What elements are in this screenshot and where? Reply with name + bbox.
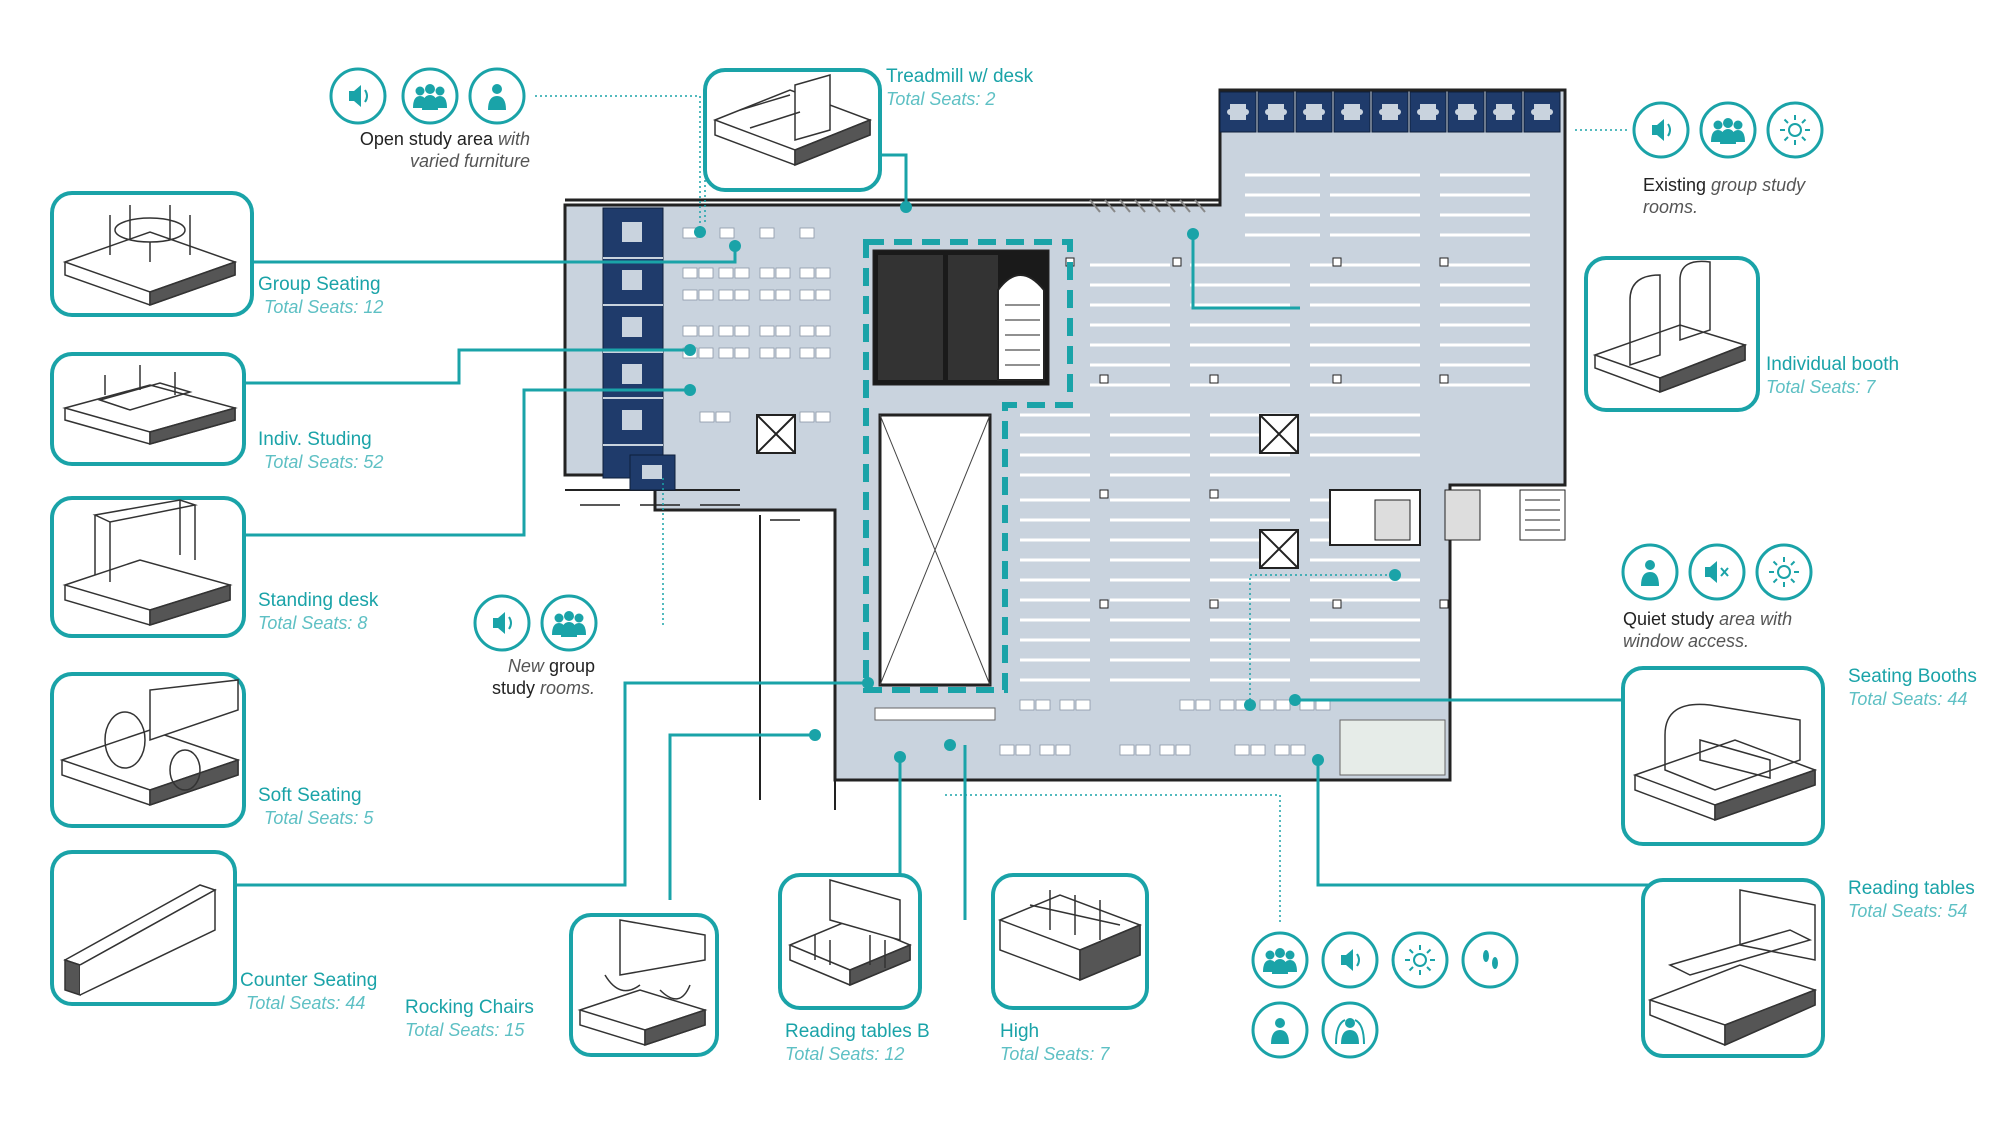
label-title: High [1000, 1021, 1040, 1042]
group-icon [1263, 948, 1297, 974]
label-seats: Total Seats: 8 [258, 613, 368, 633]
group-icon [413, 84, 447, 110]
label-standing-desk: Standing desk Total Seats: 8 [258, 590, 378, 634]
note-italic-line2: window access. [1623, 631, 1750, 651]
label-title: Reading tables B [785, 1021, 930, 1042]
note-italic-line2: rooms. [1643, 197, 1699, 217]
label-soft-seating: Soft Seating Total Seats: 5 [258, 785, 373, 829]
label-seats: Total Seats: 15 [405, 1020, 525, 1040]
label-seats: Total Seats: 44 [1848, 689, 1968, 709]
label-seats: Total Seats: 5 [264, 808, 374, 828]
connector-lines [235, 153, 1655, 920]
label-seats: Total Seats: 52 [264, 452, 384, 472]
label-seats: Total Seats: 54 [1848, 901, 1968, 921]
note-bold: group [548, 656, 595, 676]
note-open-study: Open study area with varied furniture [330, 128, 530, 172]
label-seats: Total Seats: 12 [785, 1044, 905, 1064]
label-title: Group Seating [258, 274, 381, 295]
label-group-seating: Group Seating Total Seats: 12 [258, 274, 383, 318]
label-seating-booths: Seating Booths Total Seats: 44 [1848, 666, 1977, 710]
note-bold: Open study area [359, 129, 493, 149]
note-new-group: New group study rooms. [470, 655, 595, 699]
label-counter-seating: Counter Seating Total Seats: 44 [240, 970, 377, 1014]
existing-group-study-rooms [1219, 91, 1561, 133]
label-rocking-chairs: Rocking Chairs Total Seats: 15 [405, 997, 534, 1041]
card-illustrations [59, 74, 1818, 1047]
label-seats: Total Seats: 7 [1766, 377, 1876, 397]
note-italic: with [497, 129, 530, 149]
label-title: Reading tables [1848, 878, 1975, 899]
label-reading-tables-b: Reading tables B Total Seats: 12 [785, 1021, 930, 1065]
group-icon [552, 611, 586, 637]
card-indiv-studing [50, 352, 246, 466]
floor-plan [563, 88, 1567, 810]
bottom-tables [874, 699, 1446, 776]
label-reading-tables: Reading tables Total Seats: 54 [1848, 878, 1975, 922]
note-italic-line2: rooms. [539, 678, 595, 698]
note-italic: group study [1711, 175, 1806, 195]
note-quiet: Quiet study area with window access. [1623, 608, 1792, 652]
note-italic: area with [1719, 609, 1793, 629]
label-indiv-studing: Indiv. Studing Total Seats: 52 [258, 429, 383, 473]
book-stacks [1020, 173, 1530, 682]
label-title: Rocking Chairs [405, 997, 534, 1018]
label-seats: Total Seats: 7 [1000, 1044, 1110, 1064]
new-group-study-rooms [602, 207, 676, 491]
label-treadmill: Treadmill w/ desk Total Seats: 2 [886, 66, 1033, 110]
label-title: Individual booth [1766, 354, 1900, 375]
group-icon [1711, 118, 1745, 144]
label-seats: Total Seats: 44 [246, 993, 366, 1013]
label-title: Standing desk [258, 590, 379, 611]
note-italic: New [507, 656, 544, 676]
label-title: Seating Booths [1848, 666, 1977, 687]
label-seats: Total Seats: 2 [886, 89, 996, 109]
label-title: Counter Seating [240, 970, 378, 991]
connector-dots [684, 201, 1401, 766]
label-title: Treadmill w/ desk [886, 66, 1034, 87]
label-title: Soft Seating [258, 785, 362, 806]
label-title: Indiv. Studing [258, 429, 372, 450]
label-individual-booth: Individual booth Total Seats: 7 [1766, 354, 1899, 398]
label-seats: Total Seats: 12 [264, 297, 384, 317]
note-bold-line2: study [491, 678, 535, 698]
note-bold: Existing [1643, 175, 1707, 195]
note-italic-line2: varied furniture [409, 151, 530, 171]
note-existing: Existing group study rooms. [1643, 174, 1805, 218]
label-high: High Total Seats: 7 [1000, 1021, 1109, 1065]
note-bold: Quiet study [1623, 609, 1715, 629]
card-treadmill [703, 68, 882, 192]
